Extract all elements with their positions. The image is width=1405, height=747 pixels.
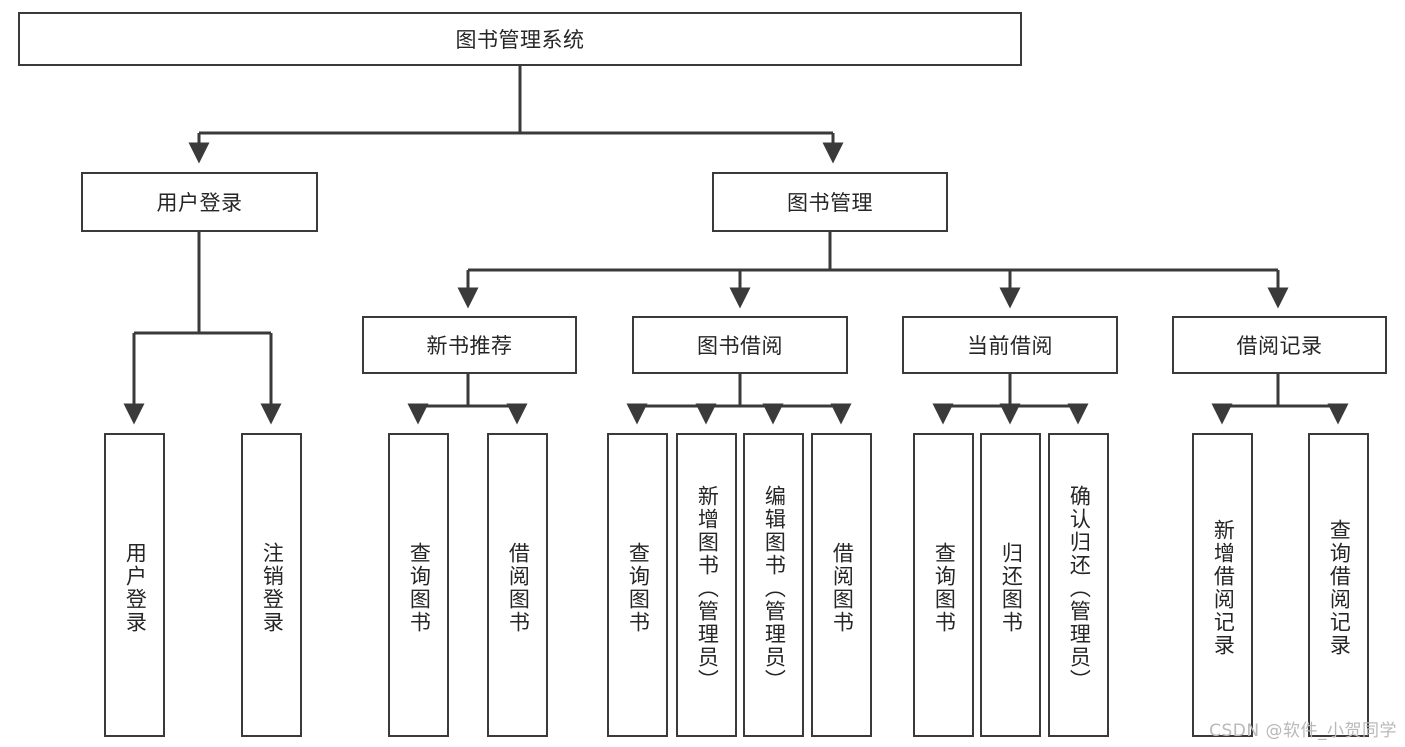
leaf-return-book[interactable]: 归还图书 bbox=[980, 433, 1041, 737]
node-new-book-recommend[interactable]: 新书推荐 bbox=[362, 316, 577, 374]
leaf-logout-login[interactable]: 注销登录 bbox=[241, 433, 302, 737]
node-label: 确认归还（管理员） bbox=[1067, 484, 1092, 692]
node-label: 用户登录 bbox=[156, 191, 243, 215]
node-current-borrow[interactable]: 当前借阅 bbox=[902, 316, 1118, 374]
node-label: 查询图书 bbox=[626, 542, 651, 634]
leaf-borrow-book-2[interactable]: 借阅图书 bbox=[811, 433, 872, 737]
leaf-confirm-return[interactable]: 确认归还（管理员） bbox=[1048, 433, 1109, 737]
node-label: 新增借阅记录 bbox=[1211, 519, 1236, 657]
node-label: 当前借阅 bbox=[967, 334, 1053, 358]
leaf-borrow-book-1[interactable]: 借阅图书 bbox=[487, 433, 548, 737]
leaf-query-book-2[interactable]: 查询图书 bbox=[607, 433, 668, 737]
leaf-edit-book[interactable]: 编辑图书（管理员） bbox=[743, 433, 804, 737]
node-label: 图书管理 bbox=[787, 191, 873, 215]
node-label: 编辑图书（管理员） bbox=[762, 484, 787, 692]
node-system-root[interactable]: 图书管理系统 bbox=[18, 12, 1022, 66]
leaf-user-login[interactable]: 用户登录 bbox=[104, 433, 165, 737]
leaf-query-book-1[interactable]: 查询图书 bbox=[388, 433, 449, 737]
node-label: 借阅图书 bbox=[506, 542, 531, 634]
leaf-add-record[interactable]: 新增借阅记录 bbox=[1192, 433, 1253, 737]
node-label: 新增图书（管理员） bbox=[695, 484, 720, 692]
node-label: 查询图书 bbox=[932, 542, 957, 634]
watermark-text: CSDN @软件_小贺同学 bbox=[1209, 721, 1397, 741]
leaf-query-book-3[interactable]: 查询图书 bbox=[913, 433, 974, 737]
node-label: 新书推荐 bbox=[426, 334, 513, 358]
node-label: 注销登录 bbox=[260, 542, 285, 634]
leaf-add-book[interactable]: 新增图书（管理员） bbox=[676, 433, 737, 737]
node-user-login[interactable]: 用户登录 bbox=[81, 172, 318, 232]
node-label: 用户登录 bbox=[123, 542, 148, 634]
node-label: 归还图书 bbox=[999, 542, 1024, 634]
node-label: 查询图书 bbox=[407, 542, 432, 634]
node-label: 图书管理系统 bbox=[455, 28, 585, 52]
node-label: 借阅图书 bbox=[830, 542, 855, 634]
node-book-management[interactable]: 图书管理 bbox=[712, 172, 948, 232]
leaf-query-record[interactable]: 查询借阅记录 bbox=[1308, 433, 1369, 737]
node-borrow-record[interactable]: 借阅记录 bbox=[1172, 316, 1387, 374]
node-label: 借阅记录 bbox=[1236, 334, 1323, 358]
node-book-borrow[interactable]: 图书借阅 bbox=[632, 316, 848, 374]
node-label: 图书借阅 bbox=[697, 334, 783, 358]
node-label: 查询借阅记录 bbox=[1327, 519, 1352, 657]
